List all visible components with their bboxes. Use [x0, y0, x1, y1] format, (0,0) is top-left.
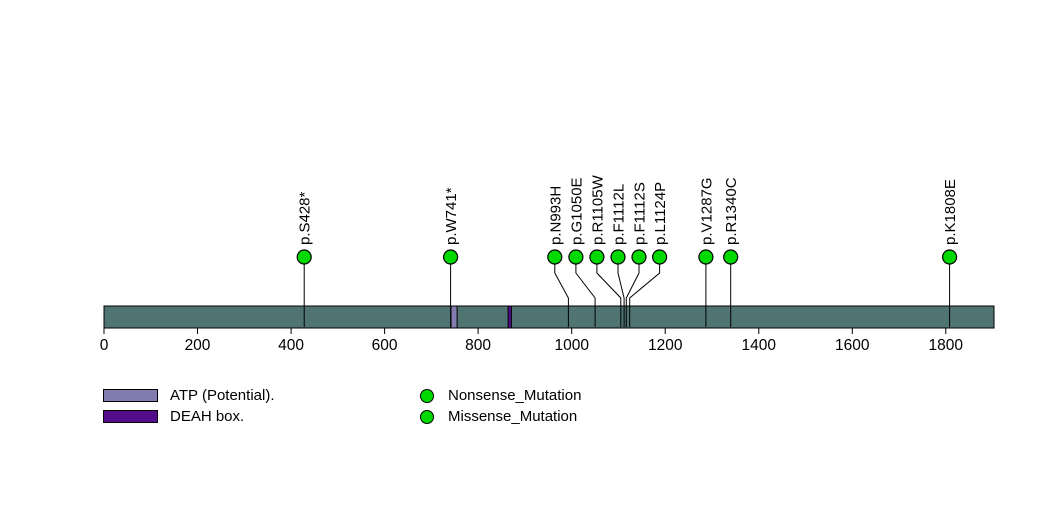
mutation-stick	[625, 257, 640, 327]
domain-legend-item-deah: DEAH box.	[103, 407, 275, 426]
mutation-label: p.R1105W	[589, 174, 606, 245]
axis-tick-label: 600	[372, 337, 398, 354]
mutation-label: p.F1112S	[632, 182, 649, 245]
mutation-stick	[596, 257, 622, 327]
mutation-circle	[631, 249, 647, 265]
atp-domain-swatch	[103, 389, 158, 402]
mutation-circle	[568, 249, 584, 265]
mutation-circle	[698, 249, 714, 265]
deah-domain-legend-label: DEAH box.	[170, 408, 245, 425]
missense-mutation-icon	[420, 409, 434, 424]
mutation-circle	[651, 249, 668, 265]
mutation-legend-item-missense: Missense_Mutation	[420, 407, 581, 426]
mutation-label: p.V1287G	[698, 177, 715, 245]
domain-band-deah	[507, 305, 512, 329]
axis-tick-label: 1800	[929, 337, 964, 354]
protein-backbone	[103, 305, 995, 329]
missense-mutation-legend-label: Missense_Mutation	[448, 408, 578, 425]
mutation-stick	[617, 257, 625, 327]
mutation-label: p.F1112L	[611, 184, 628, 245]
axis-tick-label: 200	[185, 337, 211, 354]
mutation-circle	[443, 249, 459, 265]
axis-tick-label: 1000	[554, 337, 589, 354]
mutation-label: p.L1124P	[652, 182, 669, 245]
mutation-circle	[723, 249, 739, 265]
mutation-circle	[589, 249, 605, 265]
mutation-label: p.N993H	[547, 186, 564, 245]
atp-domain-legend-label: ATP (Potential).	[170, 387, 275, 404]
nonsense-mutation-legend-label: Nonsense_Mutation	[448, 387, 582, 404]
mutation-label: p.R1340C	[723, 177, 740, 245]
axis-tick-label: 1400	[742, 337, 777, 354]
mutation-circle	[296, 249, 312, 265]
nonsense-mutation-icon	[420, 388, 434, 403]
mutation-circle	[547, 249, 563, 265]
mutation-stick	[575, 257, 596, 327]
mutation-label: p.S428*	[297, 191, 314, 245]
domain-band-atp	[450, 305, 458, 329]
mutation-type-legend: Nonsense_Mutation Missense_Mutation	[420, 386, 581, 426]
mutation-legend-item-nonsense: Nonsense_Mutation	[420, 386, 581, 405]
deah-domain-swatch	[103, 410, 158, 423]
mutation-label: p.G1050E	[568, 177, 585, 245]
axis-tick-label: 1200	[648, 337, 683, 354]
mutation-circle	[941, 249, 958, 265]
mutation-label: p.K1808E	[942, 179, 959, 245]
domain-legend-item-atp: ATP (Potential).	[103, 386, 275, 405]
domain-legend: ATP (Potential). DEAH box.	[103, 386, 275, 426]
mutation-label: p.W741*	[443, 187, 460, 245]
axis-tick-label: 0	[100, 337, 109, 354]
mutation-circle	[610, 249, 626, 265]
mutation-stick	[629, 257, 661, 327]
axis-tick-label: 1600	[835, 337, 870, 354]
axis-tick-label: 400	[278, 337, 304, 354]
axis-tick-label: 800	[465, 337, 491, 354]
mutation-stick	[554, 257, 569, 327]
